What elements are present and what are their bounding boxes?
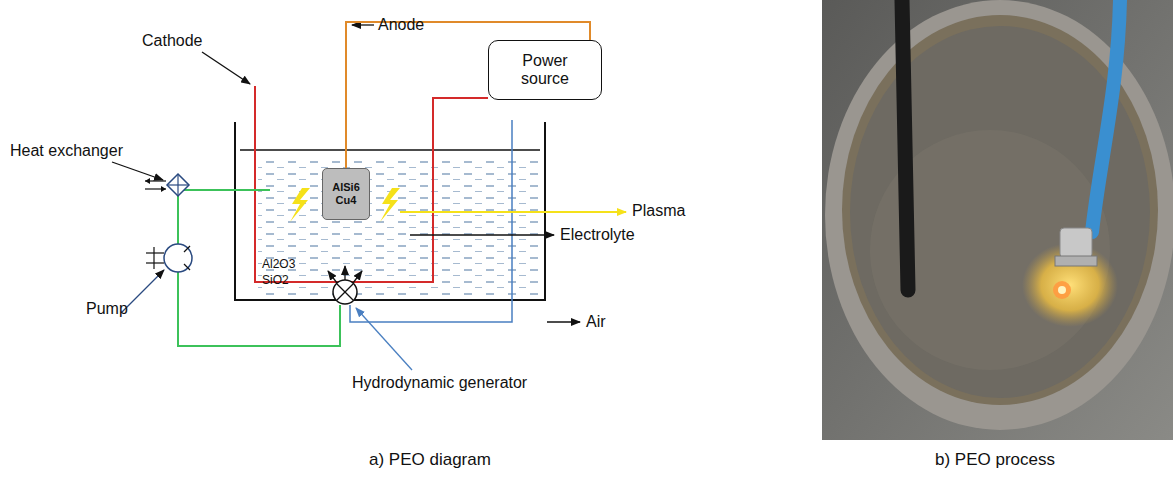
part-label: Electrolyte: [560, 226, 635, 244]
leader-line: [356, 308, 412, 370]
part-label: SiO2: [262, 274, 289, 288]
part-label: Air: [586, 313, 606, 331]
pump-symbol: [146, 244, 192, 272]
part-label: Anode: [378, 16, 424, 34]
part-label: Al2O3: [262, 258, 295, 272]
power-source-box: Power source: [488, 40, 602, 100]
process-photo: [822, 0, 1173, 440]
part-label: Heat exchanger: [10, 142, 123, 160]
cathode-wire: [255, 86, 488, 282]
plasma-spark: [290, 188, 310, 222]
figure-caption: b) PEO process: [935, 450, 1055, 470]
leader-line: [352, 24, 374, 25]
electrolyte-fill: [258, 158, 540, 296]
figure-caption: a) PEO diagram: [369, 450, 491, 470]
leader-line: [547, 321, 580, 322]
part-label: Pump: [86, 300, 128, 318]
plasma-spark: [380, 188, 400, 222]
air-line: [350, 120, 512, 322]
part-label: Hydrodynamic generator: [352, 374, 527, 392]
generator-symbol: [328, 266, 362, 304]
leader-line: [410, 234, 554, 235]
leader-line: [112, 162, 163, 180]
part-label: Plasma: [632, 202, 685, 220]
electrolyte-surface: [240, 149, 540, 151]
heat-exchanger-symbol: [145, 174, 189, 196]
circulation-line: [178, 190, 340, 346]
leader-line: [202, 52, 250, 84]
sample-box: AlSi6 Cu4: [322, 168, 370, 220]
node-text: Power source: [510, 52, 580, 89]
node-text: AlSi6 Cu4: [326, 181, 366, 206]
part-label: Cathode: [142, 32, 203, 50]
leader-line: [400, 211, 626, 213]
leader-line: [122, 270, 164, 312]
